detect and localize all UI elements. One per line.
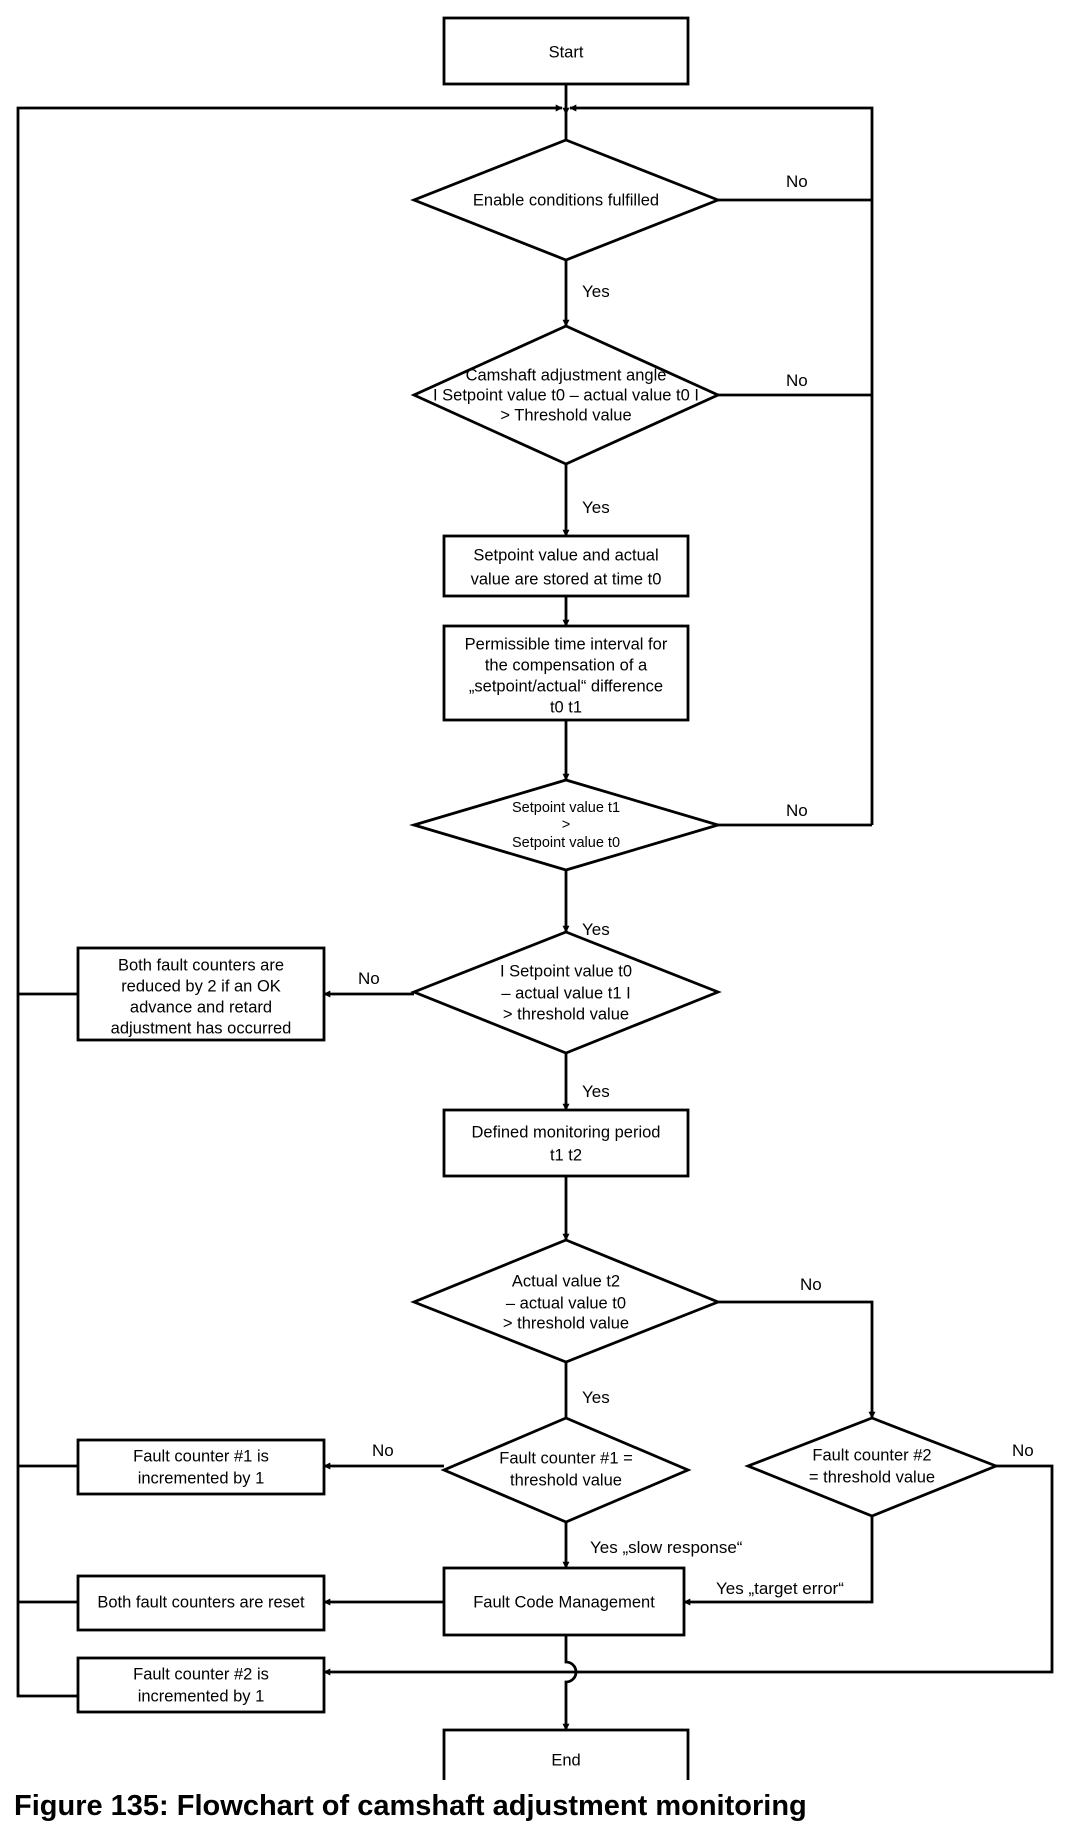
process-reduce-counters: Both fault counters are reduced by 2 if … [76,946,326,1042]
process-time-interval: Permissible time interval for the compen… [442,624,690,722]
fc1-label-1: Fault counter #1 = [499,1449,632,1467]
decision-fault-counter-2: Fault counter #2 = threshold value [744,1416,1000,1518]
interval-label-3: „setpoint/actual“ difference [469,677,663,695]
process-increment-counter-1: Fault counter #1 is incremented by 1 [76,1438,326,1496]
label-yes-target-error: Yes „target error“ [716,1579,844,1598]
label-no-actual: No [800,1275,822,1294]
fc2-label-1: Fault counter #2 [812,1446,931,1464]
diff-label-1: I Setpoint value t0 [500,962,632,980]
label-no-difference: No [358,969,380,988]
reduce-label-4: adjustment has occurred [111,1019,292,1037]
arrow-fc2-no [323,1464,1054,1676]
actual-label-2: – actual value t0 [506,1294,626,1312]
setpoint-label-2: > [562,817,570,833]
arrow-actual-no [718,1300,876,1419]
label-yes-slow-response: Yes „slow response“ [590,1538,743,1557]
label-yes-difference: Yes [582,1082,610,1101]
arrow-fcm-to-end [562,1635,578,1731]
label-yes-actual: Yes [582,1388,610,1407]
reset-label: Both fault counters are reset [97,1593,305,1611]
fcm-label: Fault Code Management [473,1593,655,1611]
decision-enable-conditions: Enable conditions fulfilled [410,138,722,262]
process-reset-counters: Both fault counters are reset [76,1574,326,1632]
stored-label-2: value are stored at time t0 [471,570,662,588]
arrow-right-loop-return [569,104,874,825]
process-fault-code-management: Fault Code Management [442,1566,686,1637]
camshaft-label-3: > Threshold value [500,406,631,424]
diff-label-2: – actual value t1 I [501,984,630,1002]
end-node: End [442,1728,690,1780]
figure-caption: Figure 135: Flowchart of camshaft adjust… [14,1790,807,1822]
label-no-camshaft: No [786,371,808,390]
interval-label-1: Permissible time interval for [465,635,668,653]
start-node: Start [442,16,690,86]
fc2-label-2: = threshold value [809,1468,935,1486]
branch-labels: No No No No No No No Yes Yes Yes Yes Yes… [358,172,1034,1598]
label-yes-setpoint: Yes [582,920,610,939]
stored-label-1: Setpoint value and actual [473,546,658,564]
reduce-label-3: advance and retard [130,998,272,1016]
inc2-label-1: Fault counter #2 is [133,1665,269,1683]
fc1-label-2: threshold value [510,1471,622,1489]
process-values-stored: Setpoint value and actual value are stor… [442,534,690,598]
diff-label-3: > threshold value [503,1005,629,1023]
arrow-fc2-yes [683,1516,874,1606]
setpoint-label-3: Setpoint value t0 [512,835,620,851]
actual-label-3: > threshold value [503,1314,629,1332]
process-monitoring-period: Defined monitoring period t1 t2 [442,1108,690,1178]
inc2-label-2: incremented by 1 [138,1687,265,1705]
decision-camshaft-angle: Camshaft adjustment angle I Setpoint val… [410,324,722,466]
inc1-label-2: incremented by 1 [138,1469,265,1487]
actual-label-1: Actual value t2 [512,1272,620,1290]
flowchart: Start Enable conditions fulfilled Camsha… [16,16,1054,1780]
label-no-setpoint: No [786,801,808,820]
decision-fault-counter-1: Fault counter #1 = threshold value [440,1416,692,1524]
decision-actual-value: Actual value t2 – actual value t0 > thre… [410,1238,722,1364]
decision-setpoint-compare: Setpoint value t1 > Setpoint value t0 [409,778,723,872]
reduce-label-1: Both fault counters are [118,956,284,974]
interval-label-4: t0 t1 [550,698,582,716]
label-yes-camshaft: Yes [582,498,610,517]
label-no-fc2: No [1012,1441,1034,1460]
camshaft-label-2: I Setpoint value t0 – actual value t0 I [433,386,699,404]
end-label: End [551,1751,580,1769]
interval-label-2: the compensation of a [485,656,648,674]
label-yes-enable: Yes [582,282,610,301]
start-label: Start [549,43,584,61]
label-no-enable: No [786,172,808,191]
decision-difference-threshold: I Setpoint value t0 – actual value t1 I … [410,930,722,1055]
enable-label: Enable conditions fulfilled [473,191,659,209]
period-label-1: Defined monitoring period [472,1123,661,1141]
label-no-fc1: No [372,1441,394,1460]
setpoint-label-1: Setpoint value t1 [512,800,620,816]
inc1-label-1: Fault counter #1 is [133,1447,269,1465]
period-label-2: t1 t2 [550,1146,582,1164]
process-increment-counter-2: Fault counter #2 is incremented by 1 [76,1656,326,1714]
camshaft-label-1: Camshaft adjustment angle [466,366,667,384]
reduce-label-2: reduced by 2 if an OK [121,977,281,995]
